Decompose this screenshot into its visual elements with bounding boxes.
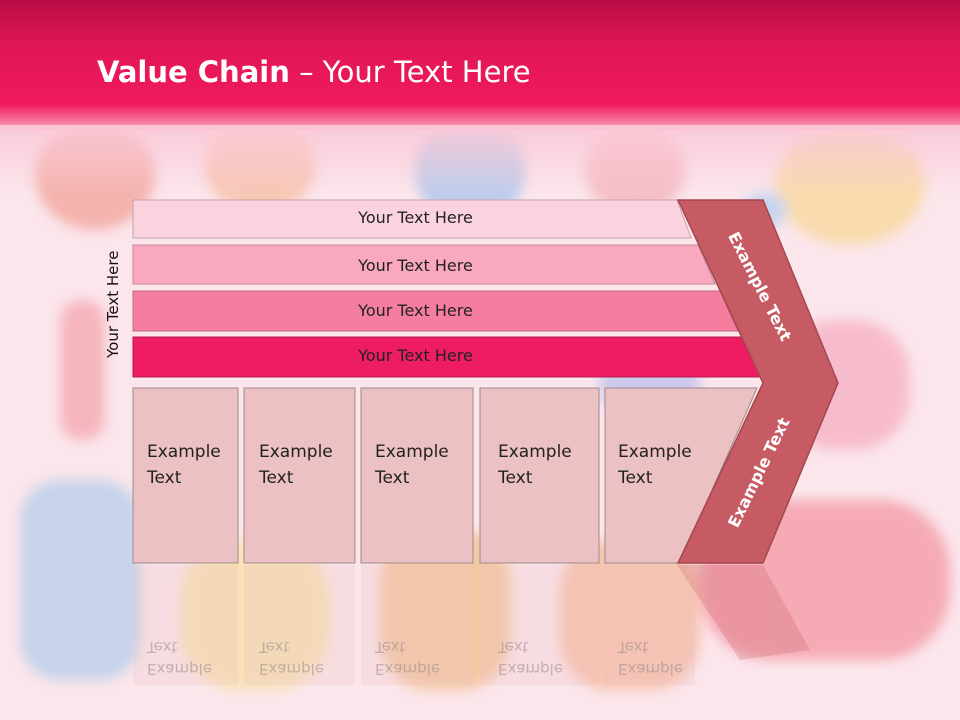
box-label-5-line2: Text <box>618 468 653 488</box>
header-fade <box>0 125 960 195</box>
band-3 <box>132 290 739 332</box>
box-label-5-line1: Example <box>618 442 692 462</box>
box-reflection-5-line1: Example <box>618 660 684 678</box>
box-reflection-3-line1: Example <box>375 660 441 678</box>
title-rest: – Your Text Here <box>289 55 531 89</box>
box-label-2-line1: Example <box>259 442 333 462</box>
box-2 <box>243 387 356 564</box>
box-reflection-4-line2: Text <box>498 638 529 656</box>
band-2 <box>132 244 716 285</box>
box-label-3-line2: Text <box>375 468 410 488</box>
box-reflection-5-line2: Text <box>618 638 649 656</box>
box-1 <box>132 387 239 564</box>
box-label-1-line2: Text <box>147 468 182 488</box>
box-reflection-3-line2: Text <box>375 638 406 656</box>
box-reflection-2-line1: Example <box>259 660 325 678</box>
box-label-4-line2: Text <box>498 468 533 488</box>
band-label-4: Your Text Here <box>358 346 473 365</box>
box-reflection-5: Example Text <box>618 636 683 680</box>
chevron-arrow <box>676 199 839 564</box>
box-reflection-3: Example Text <box>375 636 440 680</box>
box-label-4-line1: Example <box>498 442 572 462</box>
box-reflection-1-line2: Text <box>147 638 178 656</box>
title-bold: Value Chain <box>97 55 290 89</box>
box-label-1-line1: Example <box>147 442 221 462</box>
side-label: Your Text Here <box>104 250 122 358</box>
box-reflection-4: Example Text <box>498 636 563 680</box>
box-reflection-2: Example Text <box>259 636 324 680</box>
box-4 <box>479 387 600 564</box>
header-bar <box>0 0 960 130</box>
box-reflection-1: Example Text <box>147 636 212 680</box>
slide-title: Value Chain – Your Text Here <box>97 55 531 89</box>
box-reflection-4-line1: Example <box>498 660 564 678</box>
band-label-2: Your Text Here <box>358 256 473 275</box>
box-reflection-1-line1: Example <box>147 660 213 678</box>
box-label-2-line2: Text <box>259 468 294 488</box>
box-reflection-2-line2: Text <box>259 638 290 656</box>
box-label-3-line1: Example <box>375 442 449 462</box>
band-label-3: Your Text Here <box>358 301 473 320</box>
band-label-1: Your Text Here <box>358 208 473 227</box>
box-3 <box>360 387 474 564</box>
band-1 <box>132 199 692 239</box>
